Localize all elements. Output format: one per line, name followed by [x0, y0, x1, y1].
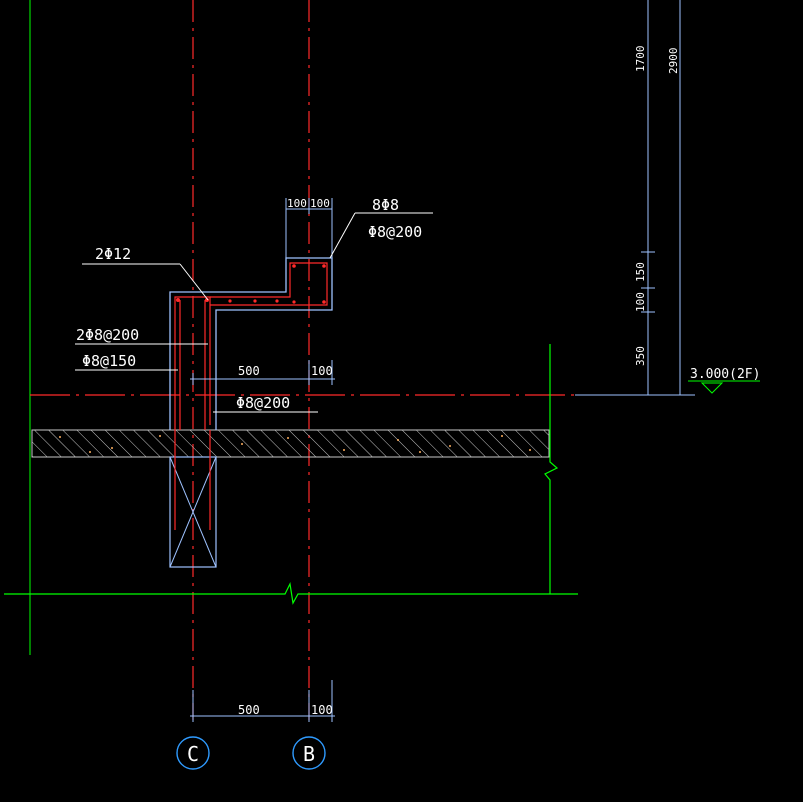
dim-150: 150 [634, 262, 647, 282]
bottom-dimension [190, 680, 335, 722]
label-phi8-150: Φ8@150 [82, 352, 136, 370]
mid-dimension [190, 360, 335, 385]
dim-mid-offset: 100 [311, 364, 333, 378]
dim-1700: 1700 [634, 46, 647, 73]
label-2phi8-200: 2Φ8@200 [76, 326, 139, 344]
right-break-line [544, 344, 559, 594]
rebar-dots [176, 264, 326, 304]
dim-2900: 2900 [667, 48, 680, 75]
label-phi8-200-slab: Φ8@200 [236, 394, 290, 412]
dim-top-2: 100 [310, 197, 330, 210]
dim-mid-span: 500 [238, 364, 260, 378]
concrete-slab [31, 429, 550, 458]
lower-beam-cross-2 [169, 456, 217, 568]
ground-line [4, 582, 578, 605]
label-phi8-200-top: Φ8@200 [368, 223, 422, 241]
leader-lines [75, 212, 433, 413]
label-2phi12: 2Φ12 [95, 245, 131, 263]
elevation-triangle-icon [700, 382, 724, 394]
rebar-group [174, 262, 328, 530]
upward-beam-outline [169, 257, 333, 430]
dim-bottom-span: 500 [238, 703, 260, 717]
label-8phi8: 8Φ8 [372, 196, 399, 214]
dim-350: 350 [634, 346, 647, 366]
lower-beam [169, 456, 217, 568]
right-vertical-dimensions [575, 0, 695, 396]
dim-bottom-offset: 100 [311, 703, 333, 717]
axis-bubble-b [292, 736, 326, 770]
elevation-label: 3.000(2F) [690, 367, 760, 382]
top-dimension [285, 198, 333, 258]
axis-bubble-c [176, 736, 210, 770]
dim-top-1: 100 [287, 197, 307, 210]
axis-label-b: B [303, 742, 315, 766]
dim-100: 100 [634, 292, 647, 312]
axis-label-c: C [187, 742, 199, 766]
slab-aggregate-dots [59, 435, 531, 453]
